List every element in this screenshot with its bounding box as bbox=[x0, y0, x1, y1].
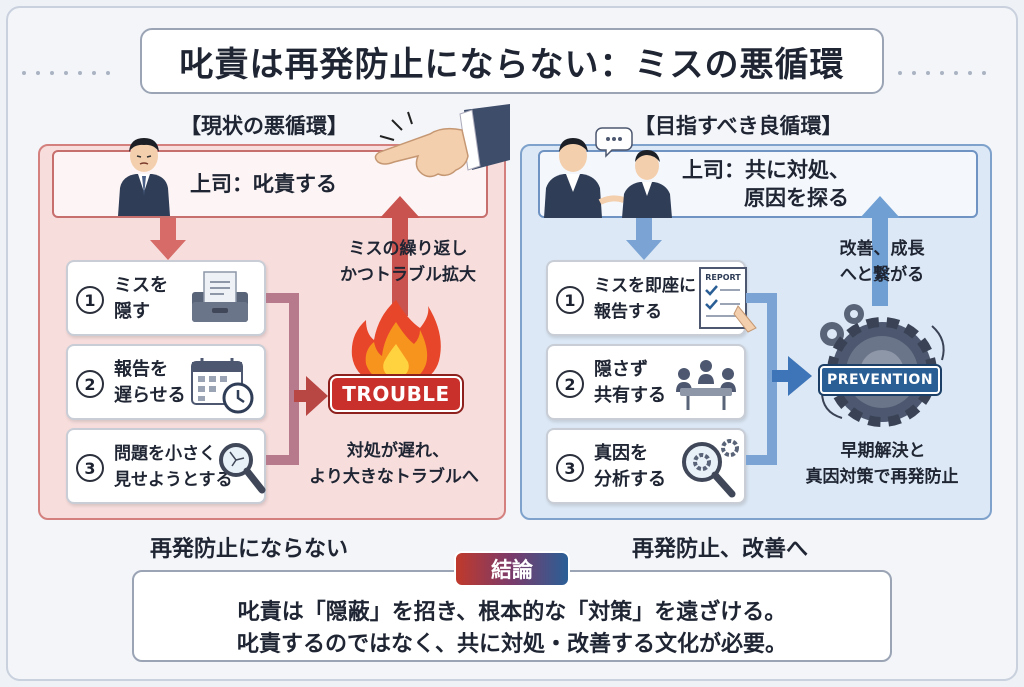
right-loop-note-line1: 改善、成長 bbox=[839, 239, 925, 259]
step-label-line2: 共有する bbox=[594, 385, 666, 406]
left-step-1: 1 ミスを 隠す bbox=[66, 260, 266, 336]
loop-note-line1: ミスの繰り返し bbox=[348, 239, 468, 259]
step-label-line1: 問題を小さく bbox=[114, 444, 216, 464]
boss-support-text-line2: 原因を探る bbox=[744, 186, 849, 210]
step-label-line1: 報告を bbox=[114, 359, 168, 380]
step-label-line2: 遅らせる bbox=[114, 385, 186, 406]
left-connector bbox=[266, 293, 328, 465]
report-checklist-icon: REPORT bbox=[699, 267, 757, 333]
right-loop-note-line2: へと繋がる bbox=[839, 265, 925, 285]
up-arrow-left bbox=[380, 196, 420, 316]
right-step-1: 1 ミスを即座に 報告する REPORT bbox=[546, 260, 757, 336]
boss-support-box bbox=[538, 150, 978, 218]
step-number: 3 bbox=[556, 454, 584, 482]
right-connector bbox=[746, 293, 812, 465]
page-title: 叱責は再発防止にならない：ミスの悪循環 bbox=[140, 28, 884, 94]
down-arrow-left bbox=[150, 218, 186, 260]
conclusion-tag: 結論 bbox=[454, 551, 570, 587]
virtuous-cycle-label: 【目指すべき良循環】 bbox=[634, 114, 843, 138]
step-label-line1: ミスを bbox=[114, 275, 168, 296]
right-result: 再発防止、改善へ bbox=[632, 537, 809, 562]
pointing-hand-icon bbox=[374, 104, 510, 178]
conclusion-line2: 叱責するのではなく、共に対処・改善する文化が必要。 bbox=[236, 632, 787, 657]
step-label-line1: 真因を bbox=[594, 443, 648, 464]
step-number: 2 bbox=[76, 370, 104, 398]
right-step-3: 3 真因を 分析する bbox=[546, 428, 746, 504]
document-tray-icon bbox=[192, 271, 248, 322]
fire-icon bbox=[351, 300, 441, 388]
bottom-note-line2: より大きなトラブルへ bbox=[309, 467, 479, 487]
title-dots-right bbox=[898, 60, 996, 75]
step-label-line2: 報告する bbox=[594, 302, 662, 322]
calendar-clock-icon bbox=[191, 358, 254, 414]
title-dots-left bbox=[22, 60, 120, 75]
left-result: 再発防止にならない bbox=[150, 537, 349, 562]
step-label-line1: 隠さず bbox=[594, 359, 648, 380]
right-bottom-note-line1: 早期解決と bbox=[840, 441, 926, 461]
cracked-magnifier-icon bbox=[219, 443, 266, 494]
loop-note-line2: かつトラブル拡大 bbox=[340, 265, 476, 285]
left-step-2: 2 報告を 遅らせる bbox=[66, 344, 266, 420]
up-arrow-right bbox=[860, 196, 900, 306]
right-bottom-note-line2: 真因対策で再発防止 bbox=[805, 467, 959, 487]
step-label-line2: 分析する bbox=[594, 469, 666, 490]
conclusion-line1: 叱責は「隠蔽」を招き、根本的な「対策」を遠ざける。 bbox=[237, 600, 787, 625]
vicious-cycle-label: 【現状の悪循環】 bbox=[180, 114, 348, 138]
step-label-line1: ミスを即座に bbox=[594, 276, 696, 296]
step-number: 3 bbox=[76, 454, 104, 482]
meeting-icon bbox=[676, 360, 736, 410]
step-label-line2: 隠す bbox=[114, 301, 150, 322]
gear-magnifier-icon bbox=[682, 439, 739, 498]
boss-scold-text: 上司：叱責する bbox=[190, 172, 337, 196]
worried-employee-icon bbox=[118, 138, 170, 216]
left-step-3: 3 問題を小さく 見せようとする bbox=[66, 428, 266, 504]
boss-support-text-line1: 上司：共に対処、 bbox=[682, 158, 850, 182]
gear-icon bbox=[820, 304, 945, 427]
trouble-badge: TROUBLE bbox=[330, 376, 462, 412]
step-number: 1 bbox=[76, 286, 104, 314]
step-label-line2: 見せようとする bbox=[114, 470, 233, 490]
prevention-badge: PREVENTION bbox=[820, 366, 940, 394]
down-arrow-right bbox=[626, 218, 662, 260]
bottom-note-line1: 対処が遅れ、 bbox=[346, 441, 450, 461]
right-step-2: 2 隠さず 共有する bbox=[546, 344, 746, 420]
step-number: 2 bbox=[556, 370, 584, 398]
boss-and-employee-icon bbox=[544, 127, 672, 218]
report-icon-text: REPORT bbox=[705, 273, 741, 282]
step-number: 1 bbox=[556, 286, 584, 314]
